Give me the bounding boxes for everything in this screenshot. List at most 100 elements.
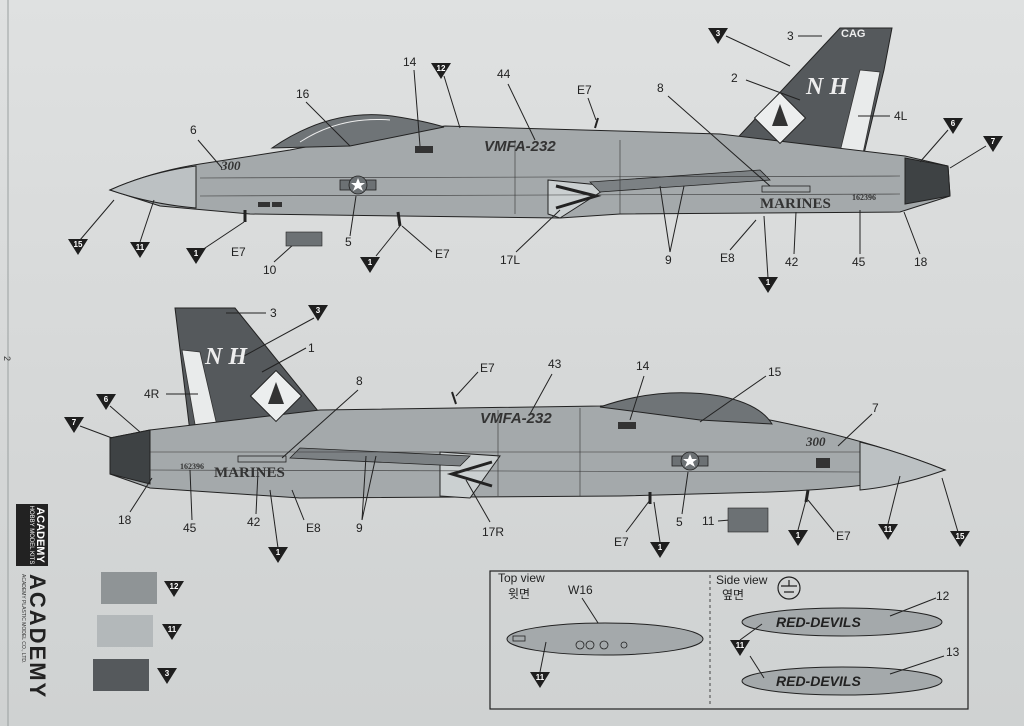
callout-1-bottom: 1	[308, 341, 315, 355]
callout-9-bottom: 9	[356, 521, 363, 535]
svg-text:3: 3	[716, 29, 721, 38]
brand-company: ACADEMY PLASTIC MODEL CO., LTD.	[20, 574, 26, 664]
marker-15-bottom: 15	[950, 531, 970, 547]
swatch-marker-3: 3	[157, 668, 177, 684]
svg-text:11: 11	[136, 243, 145, 252]
marker-1-top-c: 1	[758, 277, 778, 293]
tank-text-lower: RED-DEVILS	[776, 673, 861, 689]
top-tail-tag: CAG	[841, 28, 866, 40]
callout-17R: 17R	[482, 525, 504, 539]
marker-11-top: 11	[130, 242, 150, 258]
marker-7-top: 7	[983, 136, 1003, 152]
top-markers: 3 12 6 7 15 11 1 1 1	[68, 28, 1003, 293]
callout-2: 2	[731, 71, 738, 85]
top-serial: 162396	[852, 193, 876, 202]
callout-15-bottom: 15	[768, 365, 782, 379]
callout-16: 16	[296, 87, 310, 101]
callout-5: 5	[345, 235, 352, 249]
swatch-3	[93, 659, 149, 691]
decal-11-plate	[727, 507, 769, 533]
marker-1-top-b: 1	[360, 257, 380, 273]
tank-box: Top view 윗면 Side view 옆면 W16 11 RED-DEVI…	[489, 570, 969, 710]
marker-15-top: 15	[68, 239, 88, 255]
tank-side-view-lower	[741, 666, 943, 696]
callout-5-bottom: 5	[676, 515, 683, 529]
top-aircraft	[108, 27, 951, 227]
callout-10: 10	[263, 263, 277, 277]
marker-7-bottom: 7	[64, 417, 84, 433]
callout-8: 8	[657, 81, 664, 95]
svg-text:1: 1	[658, 543, 663, 552]
callout-17L: 17L	[500, 253, 520, 267]
callout-E7-b2: E7	[614, 535, 629, 549]
decal-10-plate	[285, 231, 323, 247]
brand-logo-text: ACADEMY	[25, 574, 50, 700]
bottom-tail-emblem	[249, 369, 303, 423]
marker-6-bottom: 6	[96, 394, 116, 410]
callout-45-bottom: 45	[183, 521, 197, 535]
callout-7-bottom: 7	[872, 401, 879, 415]
svg-text:3: 3	[165, 669, 170, 678]
svg-text:6: 6	[951, 119, 956, 128]
callout-43: 43	[548, 357, 562, 371]
bottom-aircraft	[109, 307, 947, 504]
bottom-tail-letters: N H	[205, 344, 247, 370]
top-tail-letters: N H	[806, 74, 848, 100]
marker-1-bottom-a: 1	[268, 547, 288, 563]
bottom-squadron: VMFA-232	[480, 410, 552, 427]
callout-E8: E8	[720, 251, 735, 265]
top-callouts: 3 2 4L 14 16 6 44 E7 8 E7 5 10 E7 17L 9 …	[190, 29, 928, 277]
svg-text:15: 15	[956, 532, 965, 541]
bottom-modex: 300	[806, 434, 826, 449]
bottom-serial: 162396	[180, 462, 204, 471]
svg-text:1: 1	[368, 258, 373, 267]
side-view-label: Side view	[716, 573, 768, 587]
callout-4R: 4R	[144, 387, 160, 401]
marker-3-top: 3	[708, 28, 728, 44]
svg-text:7: 7	[991, 137, 996, 146]
callout-45: 45	[852, 255, 866, 269]
page-number: 2	[2, 356, 12, 361]
callout-E7-top: E7	[577, 83, 592, 97]
swatch-12	[101, 572, 157, 604]
marker-1-bottom-c: 1	[788, 530, 808, 546]
brand-logo: ACADEMY ACADEMY PLASTIC MODEL CO., LTD.	[18, 574, 50, 722]
callout-4L: 4L	[894, 109, 908, 123]
callout-18-bottom: 18	[118, 513, 132, 527]
brand-tab-text: ACADEMY	[34, 507, 46, 563]
svg-text:11: 11	[884, 525, 893, 534]
svg-text:11: 11	[536, 673, 545, 682]
top-insignia	[339, 175, 377, 195]
marker-1-bottom-b: 1	[650, 542, 670, 558]
svg-text:3: 3	[316, 306, 321, 315]
callout-9: 9	[665, 253, 672, 267]
bottom-marines: MARINES	[214, 465, 285, 481]
callout-E7-main: E7	[435, 247, 450, 261]
marker-3-bottom: 3	[308, 305, 328, 321]
svg-text:7: 7	[72, 418, 77, 427]
swatch-marker-11: 11	[162, 624, 182, 640]
svg-text:1: 1	[276, 548, 281, 557]
marker-11-tank-side: 11	[730, 640, 750, 656]
svg-text:15: 15	[74, 240, 83, 249]
top-view-label: Top view	[498, 571, 545, 585]
callout-3-bottom: 3	[270, 306, 277, 320]
svg-text:11: 11	[736, 641, 745, 650]
svg-text:1: 1	[766, 278, 771, 287]
callout-18: 18	[914, 255, 928, 269]
svg-text:11: 11	[168, 625, 177, 634]
callout-11-bottom: 11	[702, 514, 715, 528]
top-canopy	[270, 114, 445, 149]
callout-E8-bottom: E8	[306, 521, 321, 535]
callout-3: 3	[787, 29, 794, 43]
callout-13-tank: 13	[946, 645, 960, 659]
svg-text:6: 6	[104, 395, 109, 404]
svg-text:1: 1	[796, 531, 801, 540]
marker-1-top-a: 1	[186, 248, 206, 264]
callout-42-bottom: 42	[247, 515, 261, 529]
callout-6: 6	[190, 123, 197, 137]
top-tail-emblem	[753, 91, 807, 145]
top-modex: 300	[221, 158, 241, 173]
brand-tab: ACADEMY HOBBY MODEL KITS	[16, 504, 48, 566]
